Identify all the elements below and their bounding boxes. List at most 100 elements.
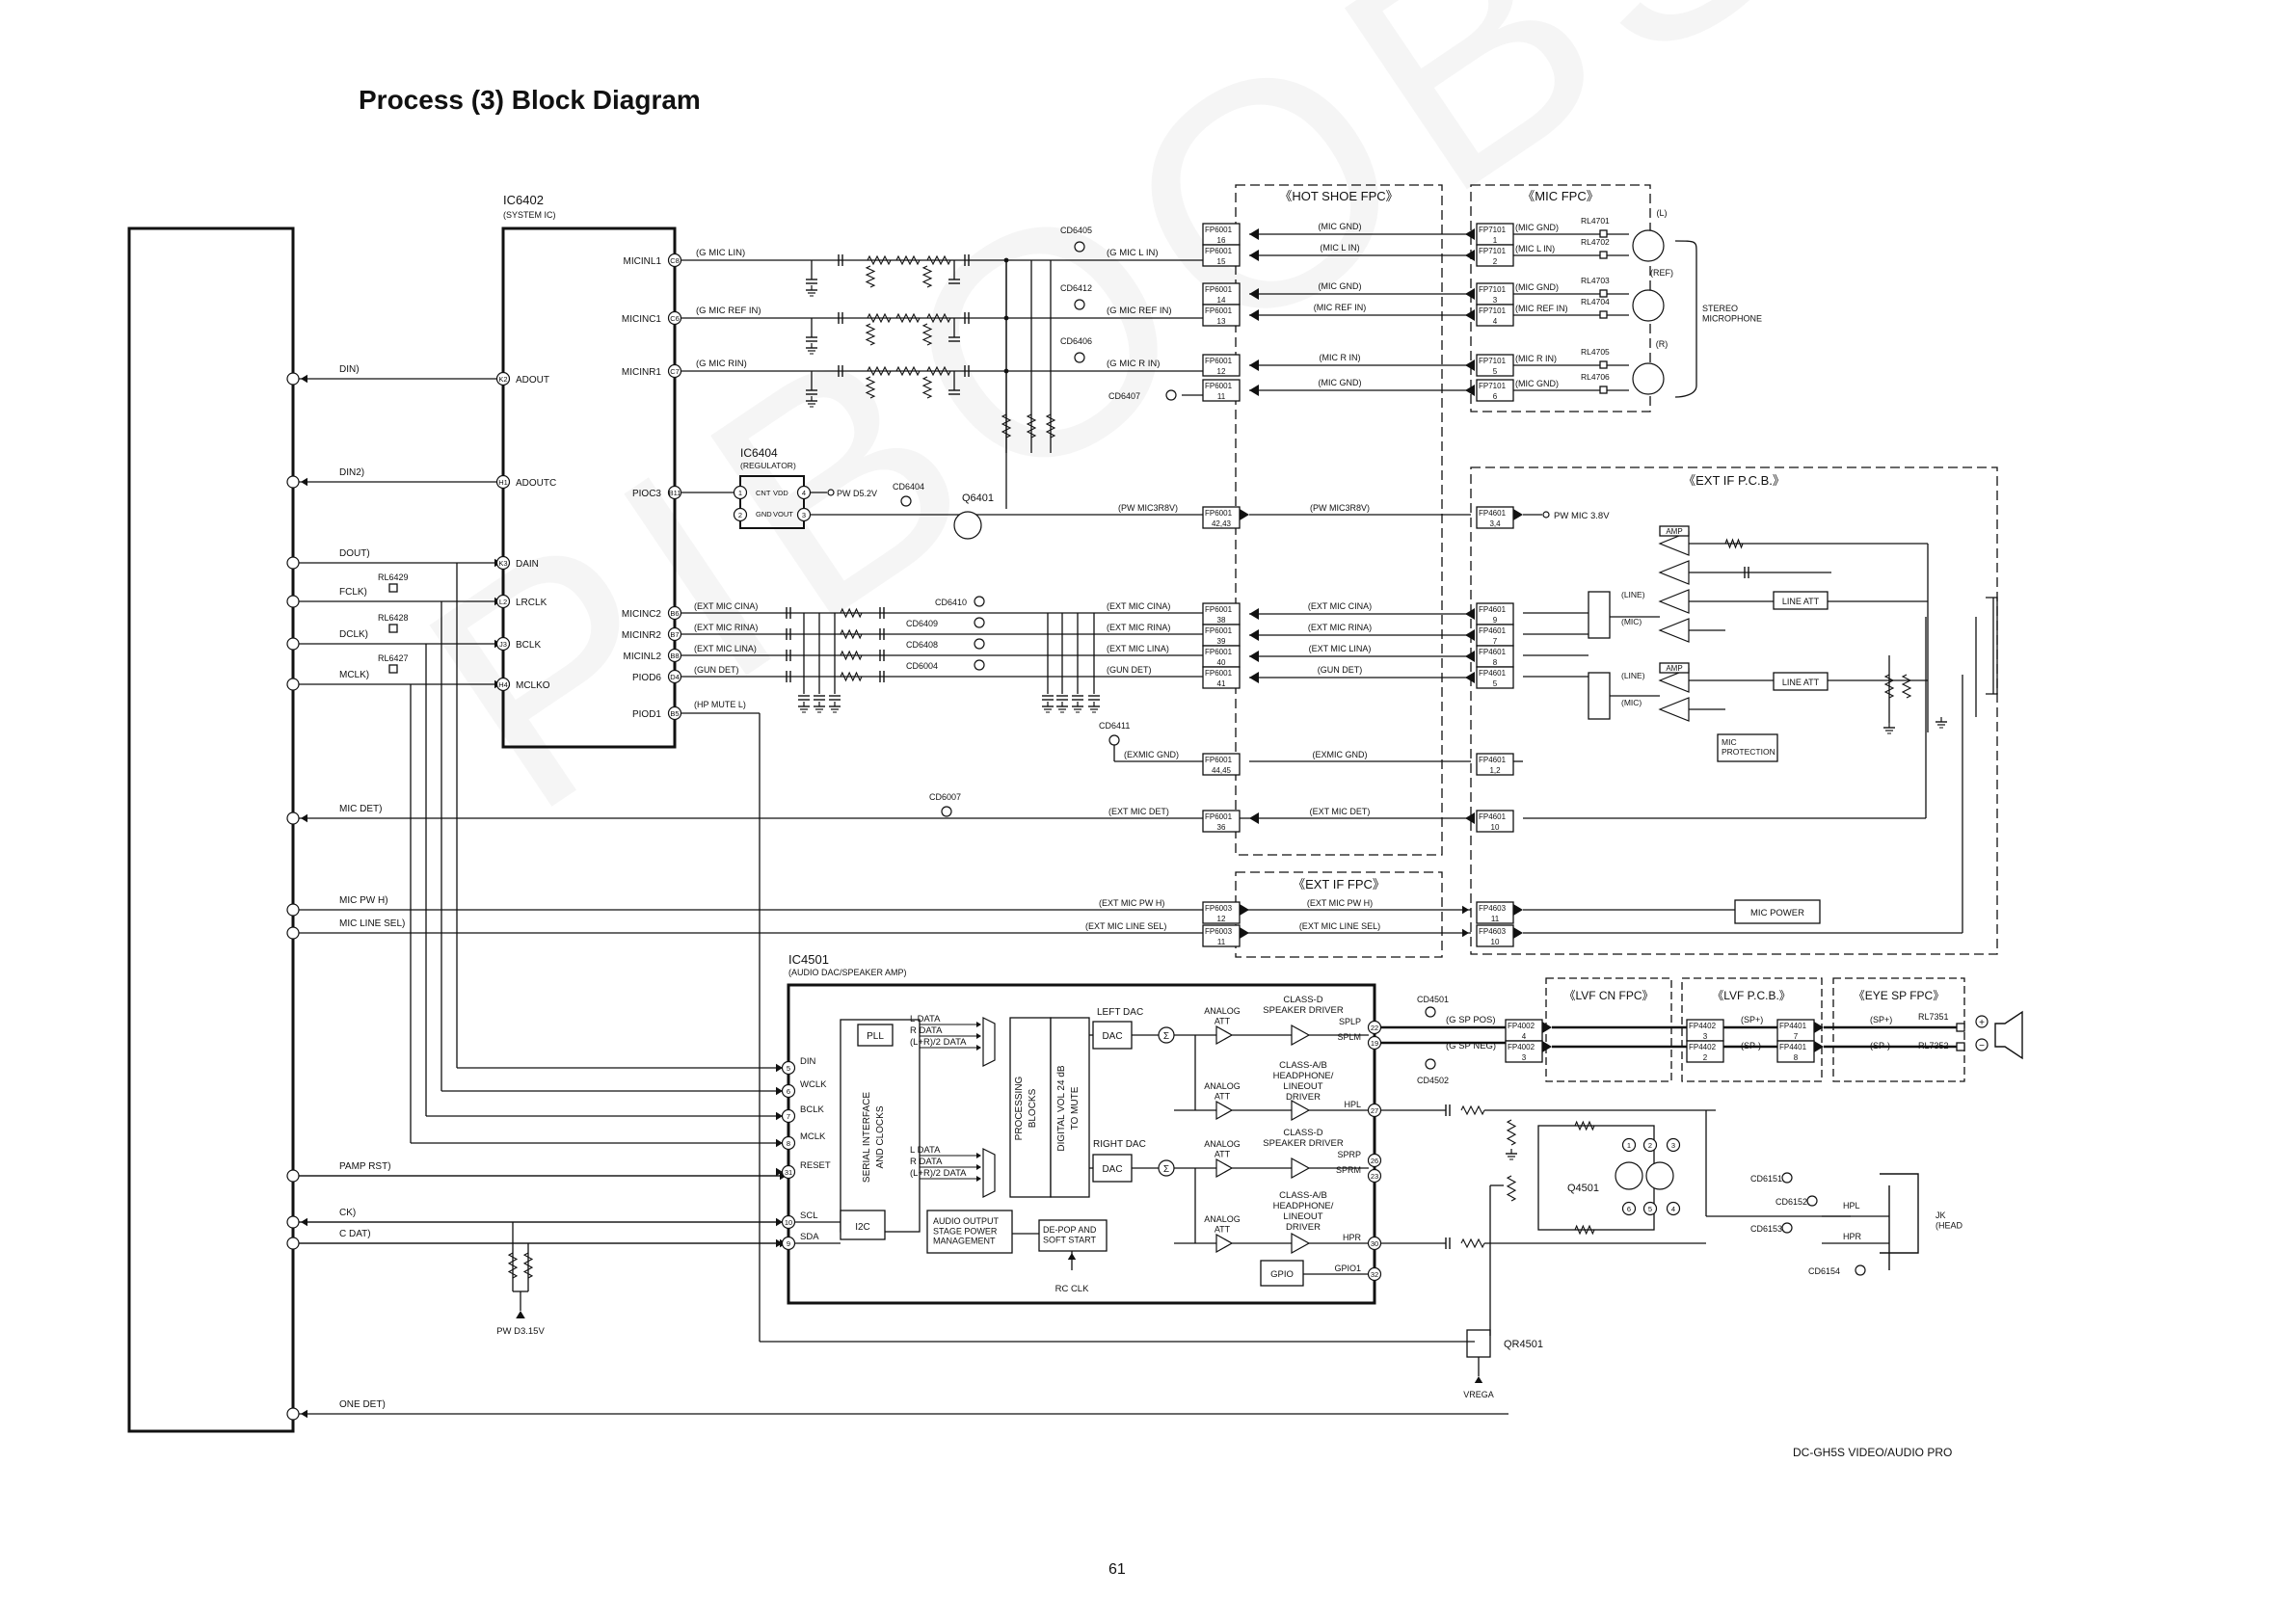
connector-ref: FP4601 [1479, 626, 1507, 635]
cd-test-point [1074, 241, 1085, 253]
connector-ref: FP7101 [1479, 306, 1507, 315]
ic6402-pin-name: MICINR1 [622, 367, 662, 378]
board-pin [286, 556, 300, 570]
pin-number: B8 [670, 652, 679, 660]
amp-label: AMP [1666, 664, 1682, 673]
connector-ref: FP4402 [1689, 1043, 1717, 1051]
arrow-head [976, 1153, 981, 1158]
cd-label: CD4501 [1417, 995, 1449, 1004]
regulator-supply: PW D5.2V [837, 489, 877, 498]
connector-arrow [1513, 927, 1523, 939]
pin-number: 23 [1371, 1172, 1378, 1181]
ic6402-pin-name: MICINC1 [622, 314, 662, 325]
connector-pin: 12 [1217, 915, 1226, 923]
pin-number: 7 [787, 1112, 790, 1121]
ext-signal-label: (EXT MIC CINA) [694, 601, 758, 611]
ic6402-pin [667, 310, 682, 326]
connector-arrow [1465, 629, 1475, 641]
connector-arrow [1249, 250, 1259, 261]
jack-label: JK(HEAD [1936, 1211, 1963, 1230]
connector-arrow [1249, 288, 1259, 300]
fp7101-connector [1476, 304, 1514, 327]
transistor-q4501 [1645, 1161, 1674, 1190]
connector-ref: FP4601 [1479, 812, 1507, 821]
hot-shoe-fpc-label: 《HOT SHOE FPC》 [1279, 189, 1398, 203]
ic6402-pin-name: MICINL2 [624, 652, 662, 662]
connector-pin: 16 [1217, 236, 1226, 245]
rl-label: RL6429 [378, 572, 409, 582]
cd-test-point [1165, 389, 1177, 401]
processing-label: PROCESSING [1014, 1076, 1025, 1140]
board-pin [286, 1407, 300, 1421]
rl-label: RL4705 [1581, 347, 1610, 357]
regulator-pin-circle [733, 485, 748, 500]
connector-pin: 7 [1794, 1032, 1799, 1041]
cd-test-point [900, 495, 912, 507]
eye-sp-fpc-label: 《EYE SP FPC》 [1854, 989, 1944, 1002]
rl-pad [1599, 251, 1608, 259]
resistor [921, 376, 933, 399]
arrow-head [1474, 1376, 1483, 1383]
serial-interface-label: SERIAL INTERFACE [862, 1092, 872, 1183]
connector-ref: FP7101 [1479, 285, 1507, 294]
connector-ref: FP4601 [1479, 509, 1507, 518]
resistor [1883, 674, 1895, 699]
labels: IC6402(SYSTEM IC)IC6404(REGULATOR)IC4501… [339, 189, 1985, 1410]
ic6402-pin [495, 555, 511, 571]
ext-mic-pw-label: (EXT MIC PW H) [1099, 898, 1164, 908]
regulator-pin: VOUT [773, 510, 793, 519]
ic4501-pin-name: BCLK [800, 1104, 824, 1115]
ic6402-pin-name: MCLKO [516, 680, 550, 691]
connector-ref: FP6001 [1205, 285, 1233, 294]
sp-label: (SP+) [1870, 1015, 1892, 1024]
data-mux [982, 1017, 996, 1067]
ic4501-out-pin-name: SPLM [1337, 1032, 1361, 1042]
switch-mic-label: (MIC) [1621, 617, 1642, 626]
board-pin [286, 475, 300, 489]
rl-label: RL4702 [1581, 237, 1610, 247]
resistor [840, 607, 863, 619]
ext-mic-jack [1986, 597, 1998, 695]
ext-signal-mid: (EXT MIC RINA) [1308, 623, 1372, 632]
switch-line-label: (LINE) [1621, 590, 1645, 599]
analog-att [1215, 1024, 1234, 1046]
pin-number: C6 [670, 314, 680, 323]
resistor [1460, 1104, 1485, 1116]
arrow-head [776, 1086, 783, 1096]
resistor [1574, 1224, 1595, 1236]
resistor [840, 671, 863, 682]
speaker-minus [1975, 1038, 1989, 1051]
pin-number: 26 [1371, 1157, 1378, 1165]
rl-label: RL7351 [1918, 1012, 1949, 1022]
connector-ref: FP4401 [1779, 1022, 1807, 1030]
ic6402-pin [495, 371, 511, 386]
resistor [1574, 1120, 1595, 1131]
connector-pin: 15 [1217, 257, 1226, 266]
ic4501-pin-name: WCLK [800, 1079, 827, 1090]
connector-pin: 8 [1493, 658, 1498, 667]
connector-pin: 2 [1493, 257, 1498, 266]
pin-number: K3 [498, 559, 507, 568]
arrow-head [976, 1022, 981, 1027]
speaker-pos-label: (G SP POS) [1446, 1015, 1496, 1025]
q4501-label: Q4501 [1567, 1183, 1599, 1194]
connector-pin: 6 [1493, 392, 1498, 401]
ext-signal-out-label: (EXT MIC LINA) [1107, 644, 1169, 653]
processing-label: BLOCKS [1028, 1088, 1038, 1128]
resistor [895, 312, 921, 324]
speaker-plus [1975, 1015, 1989, 1028]
ic6402-pin [495, 474, 511, 490]
signal-arrow [301, 374, 307, 384]
ic4501-pin-name: SDA [800, 1232, 819, 1242]
pin-number: 22 [1371, 1024, 1378, 1032]
pin-number: 10 [785, 1218, 792, 1227]
ext-signal-out-label: (EXT MIC CINA) [1107, 601, 1170, 611]
arrow-head [976, 1045, 981, 1051]
cd-test-point [1425, 1058, 1436, 1070]
cd-label: CD6007 [929, 792, 961, 802]
board-pin [286, 812, 300, 825]
